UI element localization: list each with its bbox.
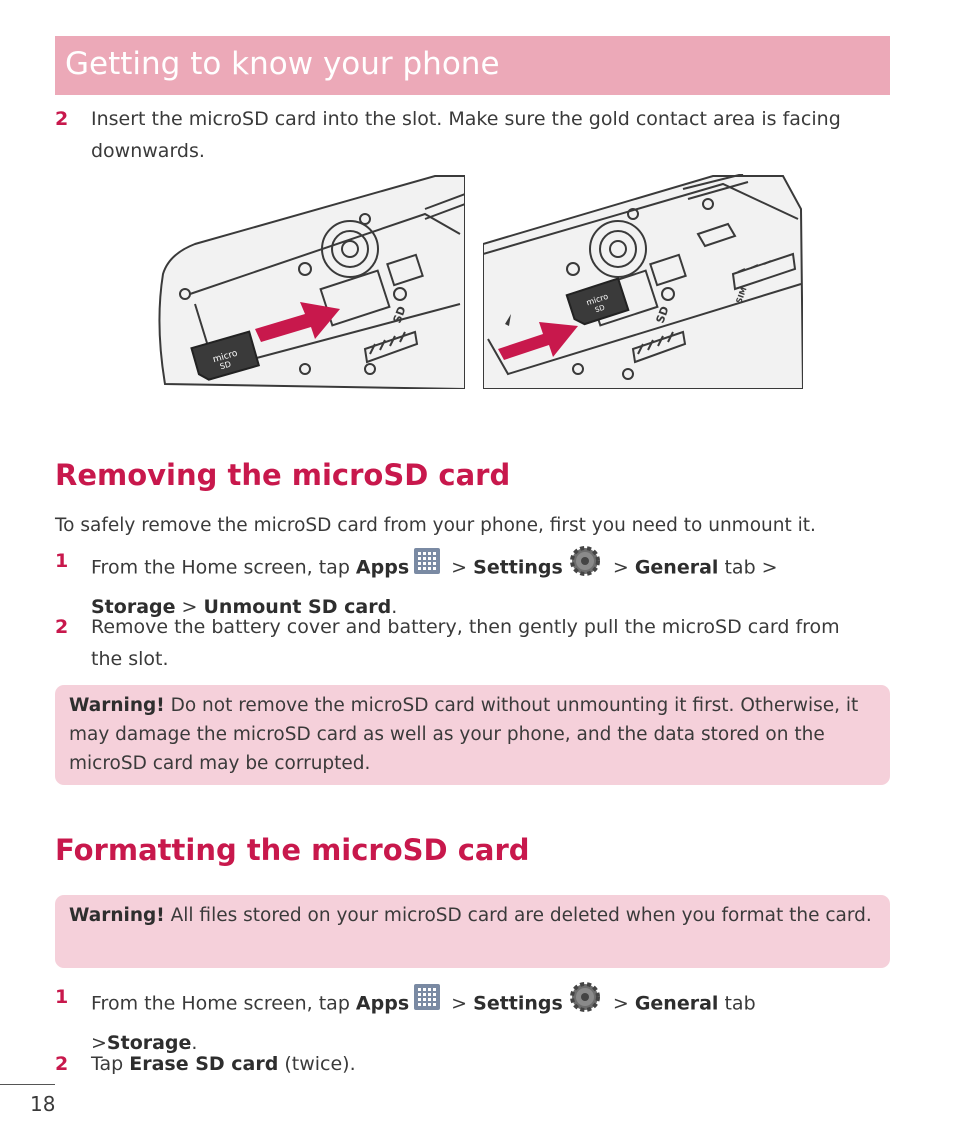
removing-section-title: Removing the microSD card	[55, 458, 511, 492]
removing-intro: To safely remove the microSD card from y…	[55, 515, 816, 536]
card-label-sd-right: SD	[594, 304, 606, 315]
settings-gear-icon	[567, 979, 603, 1025]
settings-label: Settings	[473, 992, 563, 1015]
apps-label: Apps	[355, 992, 410, 1015]
insert-card-illustration-right: micro SD SD SIM	[483, 174, 803, 389]
general-label: General	[634, 992, 719, 1015]
apps-label: Apps	[355, 556, 410, 579]
page-number: 18	[30, 1092, 56, 1116]
storage-label: Storage	[91, 596, 176, 618]
slot-label-right: SD	[654, 305, 672, 325]
step-text: From the Home screen, tap Apps > Setting…	[91, 981, 875, 1059]
formatting-warning-box: Warning! All files stored on your microS…	[55, 895, 890, 968]
page-rule	[0, 1084, 55, 1085]
warning-label: Warning!	[69, 695, 165, 716]
step-number: 1	[55, 986, 69, 1008]
removing-step-2: 2 Remove the battery cover and battery, …	[55, 611, 875, 675]
step-text: Remove the battery cover and battery, th…	[91, 616, 840, 670]
insert-card-illustration-left: micro SD SD	[158, 175, 465, 389]
page-title: Getting to know your phone	[65, 46, 500, 82]
warning-text: All files stored on your microSD card ar…	[164, 905, 872, 926]
erase-label: Erase SD card	[129, 1053, 279, 1075]
step-number: 2	[55, 1053, 69, 1075]
formatting-section-title: Formatting the microSD card	[55, 833, 530, 867]
general-label: General	[634, 556, 719, 579]
settings-gear-icon	[567, 543, 603, 589]
storage-label: Storage	[106, 1032, 192, 1054]
step-text: From the Home screen, tap Apps > Setting…	[91, 545, 875, 623]
step-number: 2	[55, 616, 69, 638]
step-text: Insert the microSD card into the slot. M…	[91, 108, 841, 162]
unmount-label: Unmount SD card	[203, 596, 392, 618]
formatting-step-1: 1 From the Home screen, tap Apps > Setti…	[55, 981, 875, 1059]
removing-step-1: 1 From the Home screen, tap Apps > Setti…	[55, 545, 875, 623]
warning-text: Do not remove the microSD card without u…	[69, 695, 859, 774]
warning-label: Warning!	[69, 905, 165, 926]
card-label-sd: SD	[219, 360, 232, 372]
apps-icon	[413, 547, 441, 585]
page-header: Getting to know your phone	[55, 36, 890, 95]
apps-icon	[413, 983, 441, 1021]
slot-label: SD	[391, 305, 409, 325]
insert-step: 2 Insert the microSD card into the slot.…	[55, 103, 875, 167]
removing-warning-box: Warning! Do not remove the microSD card …	[55, 685, 890, 785]
settings-label: Settings	[473, 556, 563, 579]
formatting-step-2: 2 Tap Erase SD card (twice).	[55, 1048, 875, 1080]
step-number: 1	[55, 550, 69, 572]
step-number: 2	[55, 108, 69, 130]
step-text: Tap Erase SD card (twice).	[91, 1053, 356, 1075]
